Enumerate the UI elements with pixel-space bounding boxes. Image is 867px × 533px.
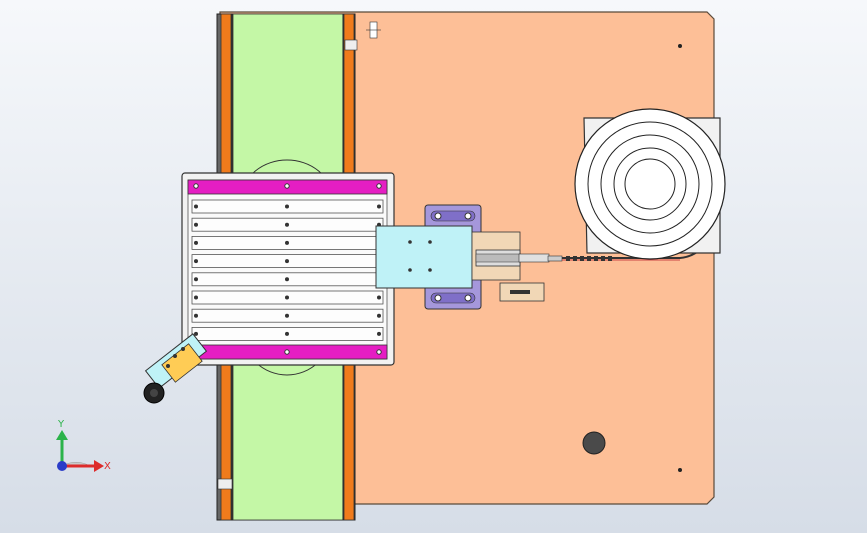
screw-icon <box>194 277 198 282</box>
screw-icon <box>194 222 198 227</box>
pusher-cylinder[interactable] <box>375 225 563 302</box>
screw-icon <box>194 204 198 209</box>
screw-icon <box>377 331 381 336</box>
chain-link <box>573 256 577 261</box>
reference-triad[interactable]: Y X <box>56 419 111 472</box>
chain-link <box>601 256 605 261</box>
screw-icon <box>377 204 381 209</box>
adjustable-guide[interactable] <box>143 333 208 404</box>
chain-link <box>566 256 570 261</box>
tray-fixture[interactable] <box>181 159 395 376</box>
mount-hole <box>582 431 606 455</box>
screw-icon <box>285 295 289 300</box>
screw-icon <box>284 349 290 355</box>
screw-icon <box>285 259 289 264</box>
screw-icon <box>194 331 198 336</box>
screw-icon <box>194 313 198 318</box>
screw-icon <box>285 222 289 227</box>
chain-link <box>608 256 612 261</box>
screw-icon <box>377 313 381 318</box>
screw-icon <box>285 313 289 318</box>
chain-link <box>580 256 584 261</box>
screw-icon <box>284 183 290 189</box>
screw-icon <box>193 183 199 189</box>
y-axis-label: Y <box>57 419 65 430</box>
screw-icon <box>194 295 198 300</box>
screw-icon <box>285 204 289 209</box>
cable-spool[interactable] <box>574 108 726 260</box>
screw-icon <box>285 240 289 245</box>
screw-icon <box>376 183 382 189</box>
screw-icon <box>377 295 381 300</box>
screw-icon <box>194 259 198 264</box>
chain-link <box>587 256 591 261</box>
x-axis-label: X <box>104 461 111 472</box>
screw-icon <box>376 349 382 355</box>
screw-icon <box>285 331 289 336</box>
screw-icon <box>285 277 289 282</box>
z-axis-dot <box>57 461 67 471</box>
chain-link <box>594 256 598 261</box>
screw-icon <box>194 240 198 245</box>
